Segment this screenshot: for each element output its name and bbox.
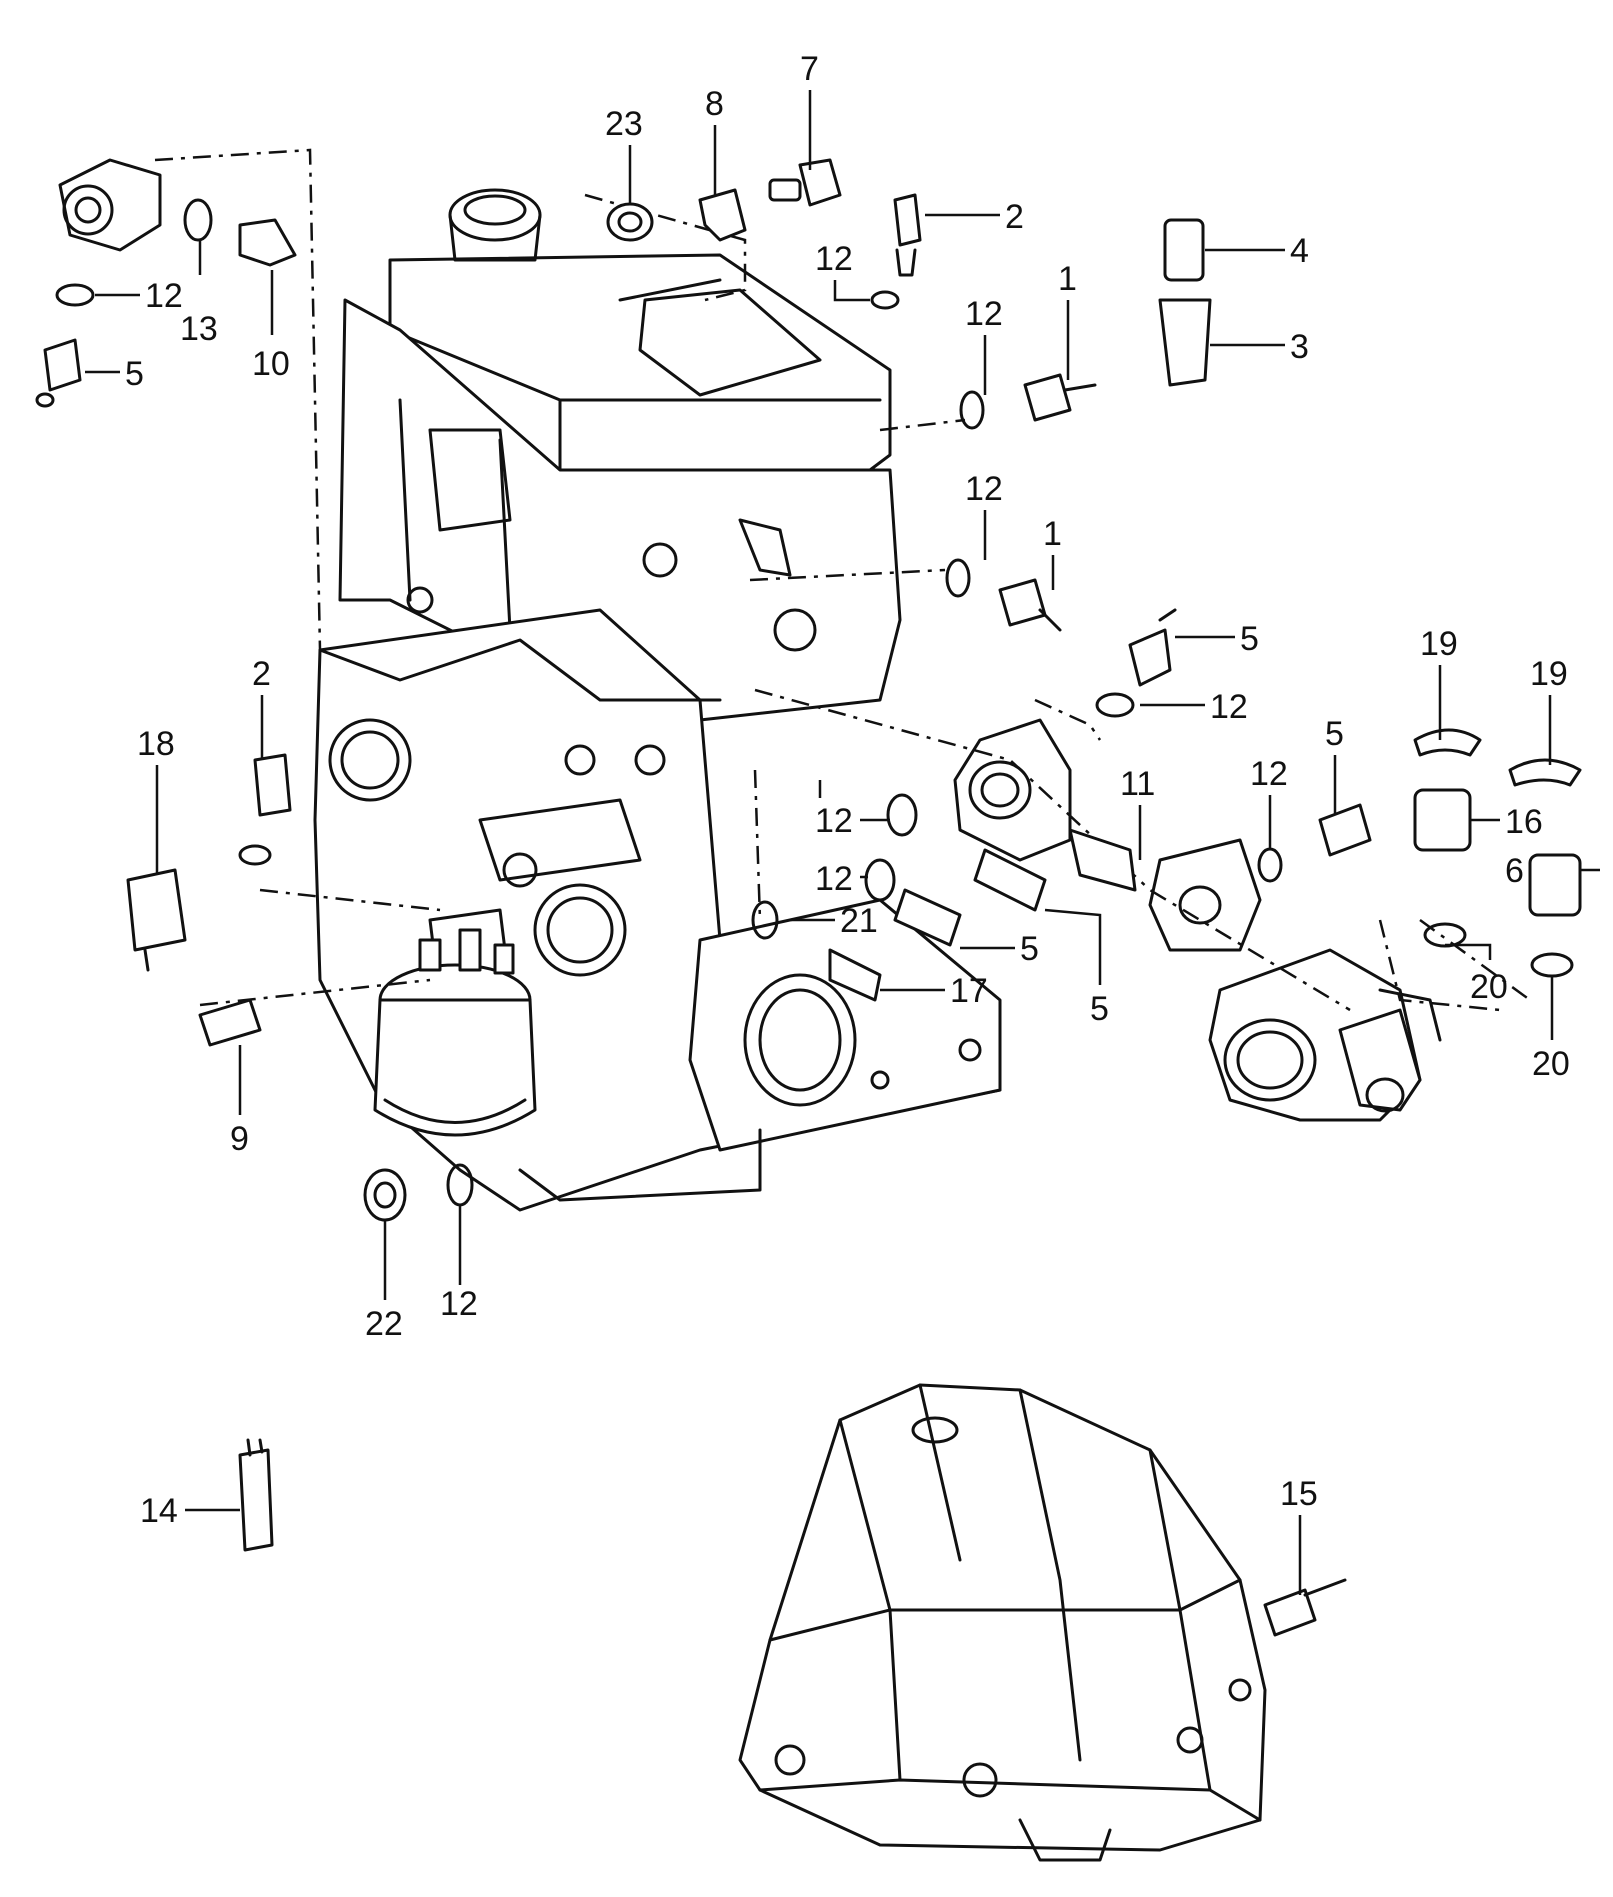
- callout-2-lower: 2: [252, 655, 271, 693]
- sensor-5-right: [1128, 608, 1177, 687]
- callout-12-a: 12: [815, 240, 853, 278]
- callout-18: 18: [137, 725, 175, 763]
- callout-21: 21: [840, 902, 878, 940]
- callout-12-b: 12: [965, 295, 1003, 333]
- sensor-17: [828, 948, 882, 1002]
- washer-12a: [870, 290, 900, 310]
- connector-16: [1413, 788, 1472, 852]
- callout-2-top: 2: [1005, 198, 1024, 236]
- callout-5-mid: 5: [1325, 715, 1344, 753]
- callout-12-h: 12: [815, 860, 853, 898]
- sender-9: [198, 998, 262, 1047]
- callout-12-e: 12: [1210, 688, 1248, 726]
- plug-23: [606, 202, 654, 242]
- callout-16: 16: [1505, 803, 1543, 841]
- callout-4: 4: [1290, 232, 1309, 270]
- callout-7: 7: [800, 50, 819, 88]
- washer-12f: [1257, 847, 1283, 883]
- switch-18: [126, 868, 187, 972]
- callout-14: 14: [140, 1492, 178, 1530]
- callout-19-b: 19: [1530, 655, 1568, 693]
- clip-19a: [1413, 728, 1482, 757]
- engine-block: [313, 188, 1002, 1212]
- callout-5-lower-a: 5: [1020, 930, 1039, 968]
- washer-12e: [1095, 692, 1135, 718]
- callout-12-g: 12: [815, 802, 853, 840]
- sender-1-top: [1023, 373, 1097, 422]
- washer-13: [183, 198, 213, 242]
- switch-10: [238, 218, 297, 267]
- washer-12h: [864, 858, 896, 902]
- washer-12b: [959, 390, 985, 430]
- coolant-flange-assembly: [953, 718, 1442, 1122]
- callout-1-top: 1: [1058, 260, 1077, 298]
- callout-10: 10: [252, 345, 290, 383]
- washer-21: [751, 900, 779, 940]
- washer-12c: [945, 558, 971, 598]
- flange-top-left: [58, 158, 162, 252]
- clip-19b: [1508, 758, 1582, 787]
- sender-1-lower: [998, 578, 1062, 632]
- washer-20a: [1423, 922, 1467, 948]
- switch-14: [238, 1438, 274, 1552]
- callout-5-topleft: 5: [125, 355, 144, 393]
- callout-8: 8: [705, 85, 724, 123]
- connector-6: [1528, 853, 1582, 917]
- callout-5-right: 5: [1240, 620, 1259, 658]
- sensors-and-parts: [35, 158, 1582, 1637]
- sensor-5-lower-a: [893, 888, 962, 947]
- callout-20-b: 20: [1532, 1045, 1570, 1083]
- callout-23: 23: [605, 105, 643, 143]
- callout-19-a: 19: [1420, 625, 1458, 663]
- washer-12d: [55, 283, 95, 307]
- callout-12-d: 12: [145, 277, 183, 315]
- sensor-5-topleft: [35, 338, 82, 408]
- callout-22: 22: [365, 1305, 403, 1343]
- sensor-11: [1068, 828, 1137, 892]
- callout-6: 6: [1505, 852, 1524, 890]
- washer-12g: [886, 793, 918, 837]
- switch-3: [1158, 298, 1212, 387]
- plug-22: [363, 1168, 407, 1222]
- washer-20b: [1530, 952, 1574, 978]
- callout-11: 11: [1120, 765, 1155, 803]
- callout-12-c: 12: [965, 470, 1003, 508]
- callout-5-lower-b: 5: [1090, 990, 1109, 1028]
- switch-15: [1263, 1578, 1347, 1637]
- callout-17: 17: [950, 972, 988, 1010]
- callout-1-lower: 1: [1043, 515, 1062, 553]
- sender-2-top: [893, 193, 922, 277]
- callout-20-a: 20: [1470, 968, 1508, 1006]
- callout-15: 15: [1280, 1475, 1318, 1513]
- switch-7: [768, 158, 842, 207]
- transmission-case: [738, 1383, 1267, 1862]
- sender-2-lower: [253, 753, 292, 817]
- washer-12j: [238, 844, 272, 866]
- callout-12-f: 12: [1250, 755, 1288, 793]
- leader-lines: [85, 90, 1600, 1595]
- connector-4: [1163, 218, 1205, 282]
- callout-labels: 23 8 7 2 4 3 12 12 1 12 1 13 10 12 5 5 1…: [125, 50, 1570, 1530]
- sensor-5-mid: [1318, 803, 1372, 857]
- callout-3: 3: [1290, 328, 1309, 366]
- callout-12-i: 12: [440, 1285, 478, 1323]
- bracket-8: [698, 188, 747, 242]
- sensor-5-lower-b: [973, 848, 1047, 912]
- assembly-lines: [154, 148, 1531, 1012]
- callout-9: 9: [230, 1120, 249, 1158]
- callout-13: 13: [180, 310, 218, 348]
